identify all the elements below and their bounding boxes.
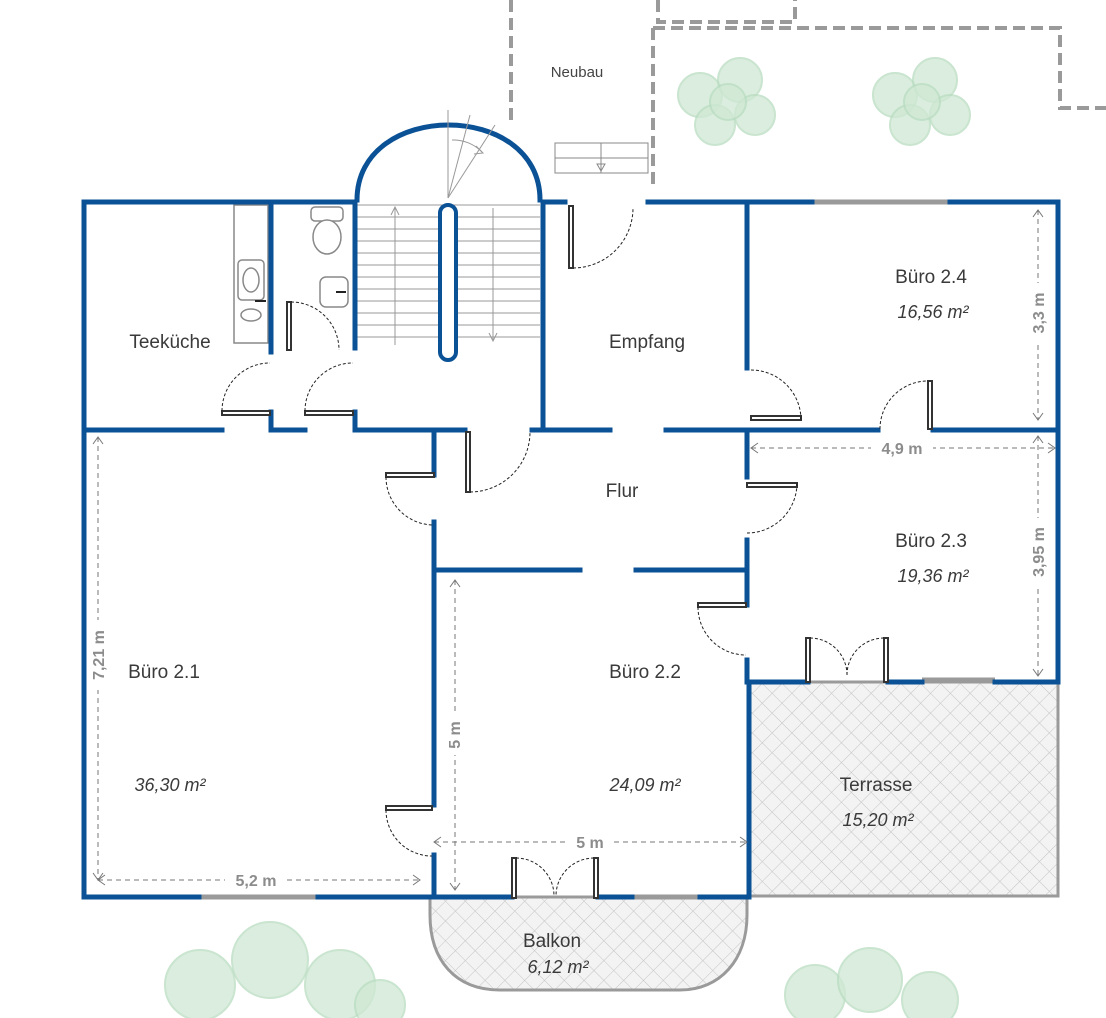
toilet xyxy=(310,206,344,255)
tree-top-left xyxy=(677,57,776,146)
kitchen-counter xyxy=(233,204,269,344)
balkon-floor xyxy=(428,895,749,992)
dim-b24-height: 3,3 m xyxy=(1031,293,1048,334)
room-label-teekueche: Teeküche xyxy=(129,332,210,353)
dim-b23-height: 3,95 m xyxy=(1031,527,1048,577)
dim-b22-width: 5 m xyxy=(576,835,604,852)
doors xyxy=(221,205,933,899)
neubau-outline xyxy=(509,0,1106,185)
room-label-terrasse: Terrasse xyxy=(840,775,913,796)
room-label-buero-2-3: Büro 2.3 xyxy=(895,531,967,552)
room-label-buero-2-1: Büro 2.1 xyxy=(128,662,200,683)
room-label-buero-2-4: Büro 2.4 xyxy=(895,267,967,288)
room-area-balkon: 6,12 m² xyxy=(527,957,589,977)
room-area-buero-2-1: 36,30 m² xyxy=(134,775,206,795)
room-label-buero-2-2: Büro 2.2 xyxy=(609,662,681,683)
room-area-buero-2-3: 19,36 m² xyxy=(897,566,969,586)
tree-bottom-right xyxy=(784,947,959,1018)
wc-sink xyxy=(319,276,349,308)
room-area-buero-2-2: 24,09 m² xyxy=(608,775,681,795)
room-label-empfang: Empfang xyxy=(609,332,685,353)
room-area-terrasse: 15,20 m² xyxy=(842,810,914,830)
entry-steps xyxy=(554,142,649,174)
dim-b22-height: 5 m xyxy=(447,721,464,749)
dim-b21-height: 7,21 m xyxy=(91,630,108,680)
room-area-buero-2-4: 16,56 m² xyxy=(897,302,969,322)
tree-top-right xyxy=(872,57,971,146)
room-label-flur: Flur xyxy=(606,481,639,502)
tree-bottom-left xyxy=(164,921,406,1018)
dim-b24-width: 4,9 m xyxy=(882,441,923,458)
room-label-balkon: Balkon xyxy=(523,931,581,952)
staircase xyxy=(354,110,543,362)
walls xyxy=(81,199,1061,900)
dim-b21-width: 5,2 m xyxy=(236,873,277,890)
room-label-neubau: Neubau xyxy=(551,64,604,81)
